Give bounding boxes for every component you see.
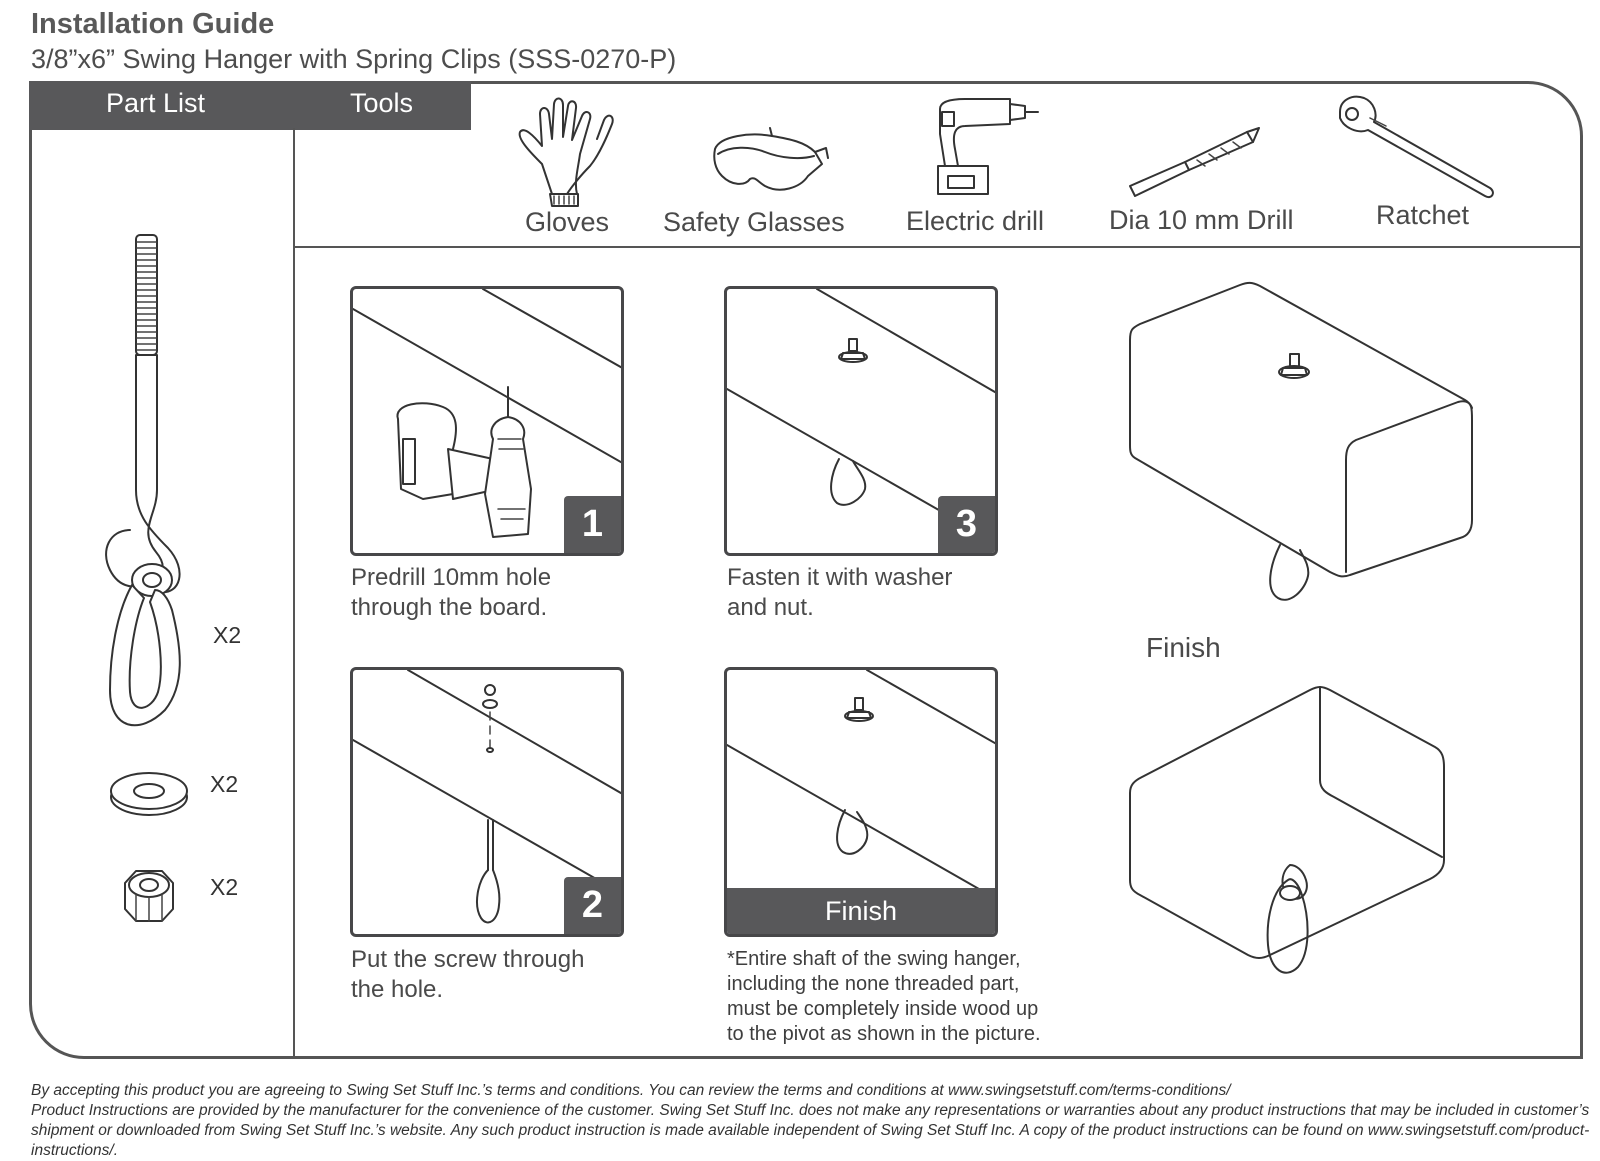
- drill-bit-icon: [1129, 127, 1260, 197]
- tool-label-ratchet: Ratchet: [1376, 200, 1470, 230]
- part-qty-lock-nut: X2: [210, 874, 239, 900]
- finish-note: *Entire shaft of the swing hanger, inclu…: [727, 947, 1041, 1047]
- page-title: Installation Guide: [31, 8, 275, 40]
- step-3-caption-line: and nut.: [727, 594, 814, 621]
- finish-bar: Finish: [727, 888, 995, 934]
- column-divider: [293, 128, 295, 1059]
- legal-terms-line: By accepting this product you are agreei…: [31, 1082, 1231, 1099]
- step-3-illustration: 3: [724, 286, 998, 556]
- legal-disclaimer-line: Product Instructions are provided by the…: [31, 1102, 1590, 1159]
- tool-label-safety-glasses: Safety Glasses: [663, 207, 845, 237]
- part-list-heading: Part List: [106, 88, 206, 118]
- step-2-illustration: 2: [350, 667, 624, 937]
- finish-note-line: to the pivot as shown in the picture.: [727, 1023, 1041, 1045]
- step-3-caption-line: Fasten it with washer: [727, 564, 953, 591]
- guide-frame: [29, 81, 1583, 1059]
- finish-illustration: Finish: [724, 667, 998, 937]
- finish-note-line: *Entire shaft of the swing hanger,: [727, 948, 1021, 970]
- step-2-caption-line: Put the screw through: [351, 946, 585, 973]
- part-qty-washer: X2: [210, 771, 239, 797]
- washer-icon: [110, 772, 188, 816]
- step-1-illustration: 1: [350, 286, 624, 556]
- gloves-icon: [518, 97, 614, 207]
- step-1-caption-line: through the board.: [351, 594, 548, 621]
- electric-drill-icon: [937, 98, 1039, 195]
- step-3-caption: Fasten it with washer and nut.: [727, 563, 952, 623]
- step-2-caption: Put the screw through the hole.: [351, 945, 584, 1005]
- safety-glasses-icon: [713, 127, 829, 191]
- tools-heading: Tools: [350, 88, 414, 118]
- finish-note-line: including the none threaded part,: [727, 973, 1020, 995]
- step-1-caption: Predrill 10mm hole through the board.: [351, 563, 551, 623]
- swing-hanger-icon: [105, 234, 181, 727]
- part-qty-hanger: X2: [213, 622, 242, 648]
- tool-label-drill-bit: Dia 10 mm Drill: [1109, 205, 1294, 235]
- finish-note-line: must be completely inside wood up: [727, 998, 1039, 1020]
- step-1-caption-line: Predrill 10mm hole: [351, 564, 552, 591]
- tool-label-electric-drill: Electric drill: [906, 206, 1045, 236]
- step-badge-1: 1: [564, 496, 621, 553]
- finished-board-top-view: [1129, 281, 1473, 601]
- ratchet-icon: [1339, 95, 1494, 198]
- finished-board-bottom-view: [1129, 686, 1445, 974]
- step-badge-3: 3: [938, 496, 995, 553]
- step-2-caption-line: the hole.: [351, 976, 444, 1003]
- finish-label: Finish: [1146, 632, 1221, 663]
- section-header-bar: [29, 81, 471, 130]
- step-badge-2: 2: [564, 877, 621, 934]
- lock-nut-icon: [124, 870, 174, 922]
- page-subtitle: 3/8”x6” Swing Hanger with Spring Clips (…: [31, 44, 677, 74]
- tool-label-gloves: Gloves: [525, 207, 610, 237]
- legal-footer: By accepting this product you are agreei…: [31, 1081, 1591, 1161]
- tools-divider: [295, 246, 1583, 248]
